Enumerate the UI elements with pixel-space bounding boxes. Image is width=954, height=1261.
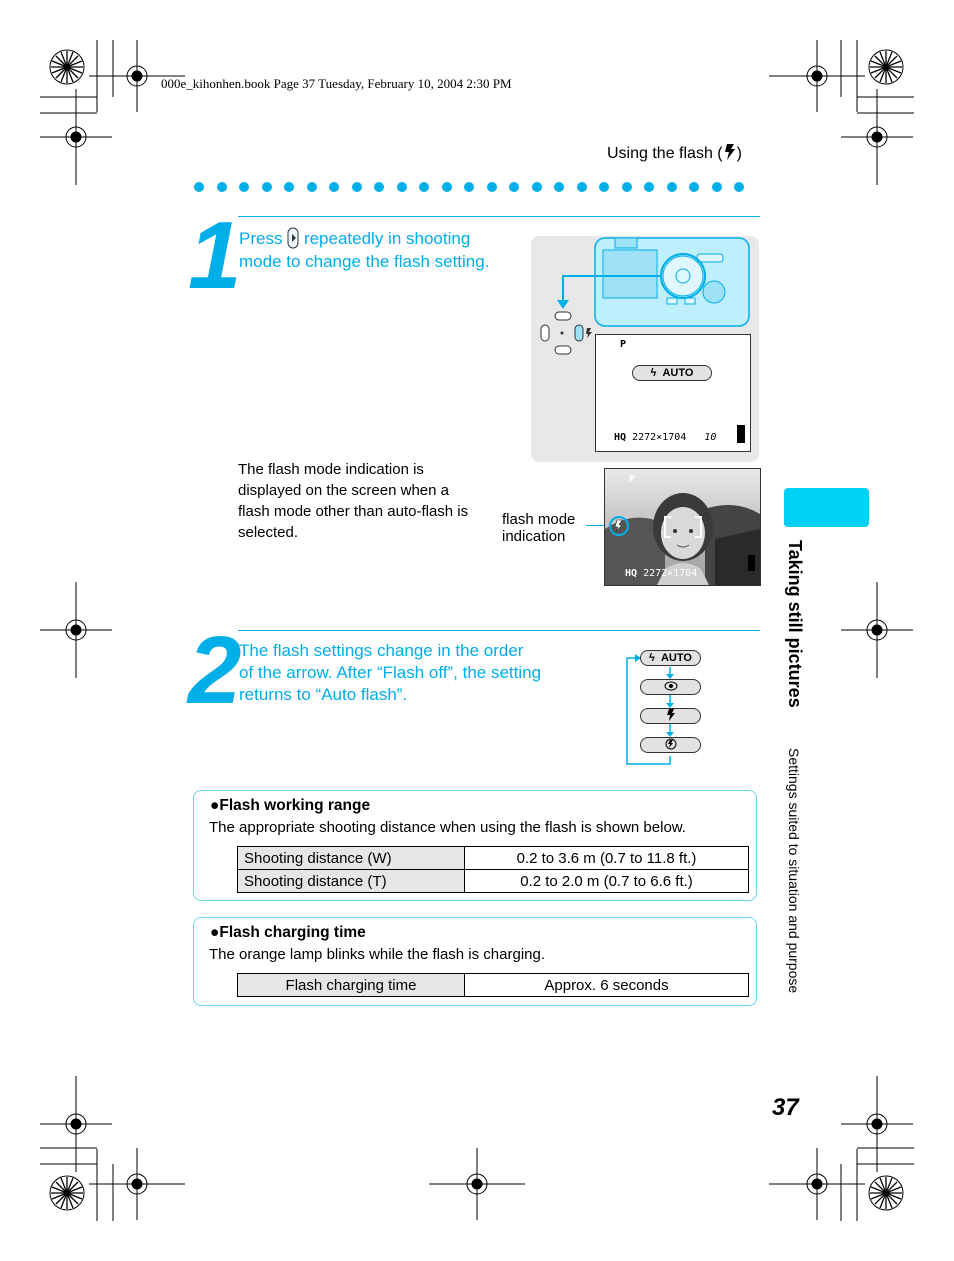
charging-table: Flash charging time Approx. 6 seconds bbox=[237, 973, 749, 997]
table-cell-value: Approx. 6 seconds bbox=[464, 973, 749, 997]
box-title-text: Flash working range bbox=[219, 797, 371, 814]
step-1-line2: mode to change the flash setting. bbox=[239, 252, 490, 271]
box-body: The orange lamp blinks while the flash i… bbox=[209, 946, 546, 963]
step-2-line: The flash settings change in the order bbox=[239, 641, 524, 660]
flash-off-icon bbox=[665, 738, 676, 750]
lcd-mode: P bbox=[629, 474, 636, 485]
red-eye-icon bbox=[664, 681, 677, 691]
page-number: 37 bbox=[772, 1094, 799, 1121]
box-title: ●Flash working range bbox=[210, 797, 370, 815]
box-title: ●Flash charging time bbox=[210, 924, 366, 942]
flash-auto-pill: ϟ AUTO bbox=[640, 650, 701, 666]
lcd-status-line: HQ 2272×1704 10 bbox=[614, 432, 716, 443]
flash-working-range-box: ●Flash working range The appropriate sho… bbox=[193, 790, 757, 901]
callout-leader bbox=[586, 525, 608, 526]
note-flash-indication: The flash mode indication is displayed o… bbox=[238, 459, 488, 543]
step-1-text: Press repeatedly in shooting mode to cha… bbox=[239, 227, 529, 273]
table-cell-label: Shooting distance (T) bbox=[237, 869, 465, 893]
step-2-rule bbox=[238, 630, 760, 631]
fill-in-flash-pill bbox=[640, 708, 701, 724]
flash-auto-pill: ϟ AUTO bbox=[632, 365, 712, 381]
table-cell-value: 0.2 to 2.0 m (0.7 to 6.6 ft.) bbox=[464, 869, 749, 893]
lcd-quality: HQ bbox=[614, 432, 627, 443]
running-head: Using the flash () bbox=[607, 143, 742, 163]
table-row: Shooting distance (T) 0.2 to 2.0 m (0.7 … bbox=[237, 869, 749, 893]
note-line: selected. bbox=[238, 524, 299, 541]
flash-mode-indicator-icon bbox=[609, 516, 629, 536]
lcd-mode: P bbox=[620, 339, 627, 350]
table-cell-label: Flash charging time bbox=[237, 973, 465, 997]
note-line: displayed on the screen when a bbox=[238, 482, 449, 499]
step-1-line1: repeatedly in shooting bbox=[303, 229, 471, 248]
lcd-status-line: HQ 2272×1704 bbox=[625, 568, 697, 579]
side-section-title: Taking still pictures bbox=[785, 540, 805, 708]
callout-line1: flash mode bbox=[502, 511, 576, 528]
table-row: Shooting distance (W) 0.2 to 3.6 m (0.7 … bbox=[237, 846, 749, 870]
note-line: The flash mode indication is bbox=[238, 461, 424, 478]
flash-mode-cycle-diagram: ϟ AUTO bbox=[624, 648, 704, 768]
flash-auto-label: AUTO bbox=[662, 367, 694, 379]
step-2-line: of the arrow. After “Flash off”, the set… bbox=[239, 663, 542, 682]
lcd-count: 10 bbox=[704, 432, 717, 443]
flash-icon bbox=[724, 144, 735, 160]
battery-bar bbox=[737, 425, 745, 443]
flash-charging-time-box: ●Flash charging time The orange lamp bli… bbox=[193, 917, 757, 1006]
portrait-photo bbox=[605, 469, 760, 585]
table-row: Flash charging time Approx. 6 seconds bbox=[237, 973, 749, 997]
step-2-line: returns to “Auto flash”. bbox=[239, 685, 408, 704]
range-table: Shooting distance (W) 0.2 to 3.6 m (0.7 … bbox=[237, 846, 749, 893]
table-cell-label: Shooting distance (W) bbox=[237, 846, 465, 870]
flash-off-pill bbox=[640, 737, 701, 753]
lcd-resolution: 2272×1704 bbox=[643, 568, 698, 579]
dotted-divider bbox=[194, 182, 757, 193]
bullet-icon: ● bbox=[210, 797, 220, 814]
step-2-number: 2 bbox=[188, 617, 242, 724]
running-head-text: Using the flash ( bbox=[607, 145, 723, 162]
side-section-subtitle: Settings suited to situation and purpose bbox=[786, 748, 802, 994]
running-head-close: ) bbox=[736, 145, 742, 162]
lcd-resolution: 2272×1704 bbox=[632, 432, 687, 443]
note-line: flash mode other than auto-flash is bbox=[238, 503, 469, 520]
lcd-screen-auto: P ϟ AUTO HQ 2272×1704 10 bbox=[595, 334, 751, 452]
box-title-text: Flash charging time bbox=[219, 924, 366, 941]
lcd-photo-preview: P HQ 2272×1704 bbox=[604, 468, 761, 586]
flash-icon: ϟ bbox=[649, 652, 655, 664]
print-header: 000e_kihonhen.book Page 37 Tuesday, Febr… bbox=[161, 76, 512, 91]
flash-auto-label: AUTO bbox=[660, 652, 692, 664]
step-1-press: Press bbox=[239, 229, 283, 248]
cycle-arrows bbox=[626, 654, 674, 765]
camera-back-illustration bbox=[540, 237, 750, 355]
box-body: The appropriate shooting distance when u… bbox=[209, 819, 686, 836]
red-eye-reduction-pill bbox=[640, 679, 701, 695]
lcd-quality: HQ bbox=[625, 568, 638, 579]
table-cell-value: 0.2 to 3.6 m (0.7 to 11.8 ft.) bbox=[464, 846, 749, 870]
step-1-number: 1 bbox=[188, 202, 242, 309]
arrow-pad-right-button-icon bbox=[287, 227, 299, 249]
callout-flash-mode-indication: flash mode indication bbox=[502, 511, 575, 545]
step-2-text: The flash settings change in the order o… bbox=[239, 640, 599, 706]
bullet-icon: ● bbox=[210, 924, 220, 941]
section-tab bbox=[784, 488, 869, 527]
flash-icon bbox=[666, 709, 675, 721]
callout-line2: indication bbox=[502, 528, 566, 545]
flash-icon: ϟ bbox=[650, 367, 657, 379]
step-1-rule bbox=[238, 216, 760, 217]
